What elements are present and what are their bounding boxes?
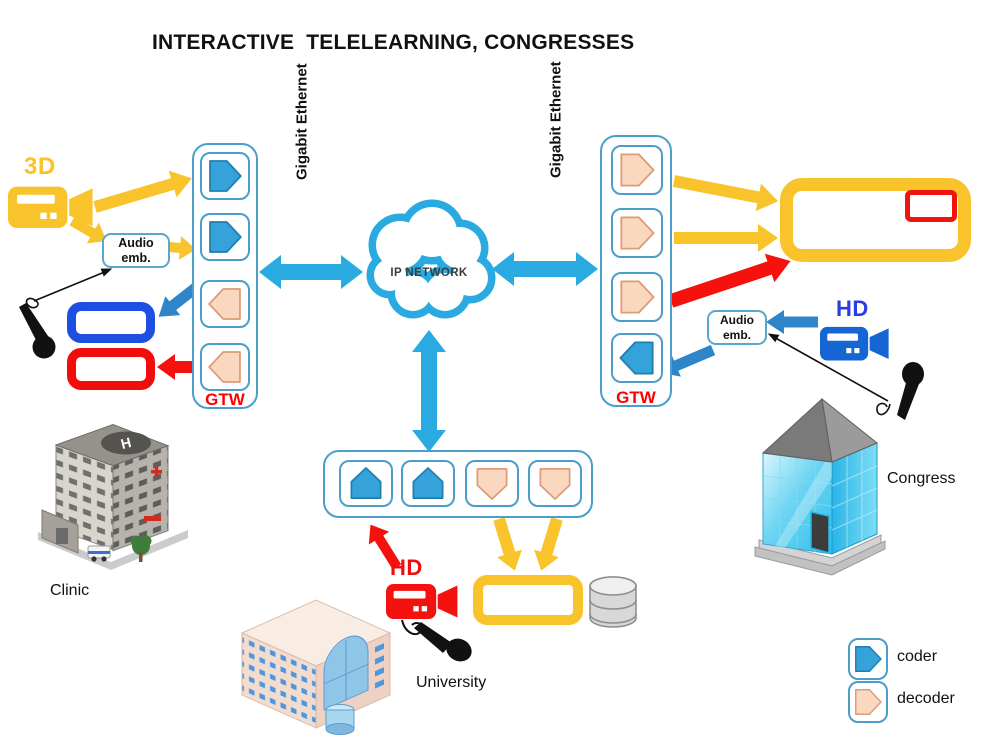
congress-label: Congress [887, 470, 956, 487]
coder-cell [339, 460, 393, 507]
decoder-icon [620, 153, 655, 187]
coder-cell [611, 333, 663, 383]
coder-cell [200, 213, 250, 261]
coder-icon [209, 221, 242, 253]
camera-hd-right-icon [820, 326, 889, 361]
coder-icon [412, 467, 444, 499]
arrow-audio-emb-right-to-coder [659, 344, 716, 377]
arrow-gtw-right-to-screen-1 [672, 175, 779, 212]
display-red [67, 348, 155, 390]
arrow-gtw-right-to-screen-2 [674, 224, 778, 252]
codec-bank-university [323, 450, 593, 518]
arrow-3d-camera-to-gtw [93, 170, 192, 213]
coder-icon [209, 160, 242, 192]
arrow-cloud-university-codecs-bidirectional [412, 330, 446, 452]
clinic-label: Clinic [50, 582, 90, 599]
gateway-left-label: GTW [205, 390, 245, 409]
camera-3d-label: 3D [24, 153, 56, 180]
microphone-left-icon [19, 303, 56, 359]
display-bottom-screen [473, 575, 583, 625]
coder-cell [401, 460, 455, 507]
decoder-icon [620, 280, 655, 314]
clinic-building: H [38, 423, 188, 570]
gateway-right-label: GTW [616, 388, 656, 407]
decoder-icon [620, 216, 655, 250]
coder-icon [350, 467, 382, 499]
cloud-label: IP NETWORK [390, 267, 468, 279]
decoder-cell [200, 280, 250, 328]
audio-embedder-right: Audio emb. [707, 310, 767, 345]
database-icon [589, 576, 637, 628]
microphone-bottom-icon [414, 622, 472, 662]
university-label: University [416, 674, 487, 691]
coder-icon [855, 646, 882, 672]
arrow-audio-emb-to-gtw-left [168, 236, 196, 260]
arrow-decoder-to-bottom-screen-1 [493, 517, 522, 571]
gateway-left [192, 143, 258, 409]
microphone-right-icon [897, 362, 924, 420]
camera-3d-icon [8, 186, 93, 228]
audio-embedder-left: Audio emb. [102, 233, 170, 268]
decoder-cell [528, 460, 582, 507]
decoder-icon [208, 288, 241, 320]
mic-right-lead-arrow [767, 333, 891, 416]
display-congress-pip [905, 190, 957, 222]
arrow-gtw-left-to-blue-display [158, 281, 202, 317]
decoder-icon [539, 468, 571, 500]
decoder-cell [465, 460, 519, 507]
page-title: INTERACTIVE TELELEARNING, CONGRESSES [152, 31, 635, 54]
legend-decoder-label: decoder [897, 690, 955, 707]
decoder-icon [476, 468, 508, 500]
arrow-gtw-left-to-red-display [157, 354, 199, 380]
ip-network-cloud: IP NETWORK [366, 199, 496, 319]
decoder-icon [855, 689, 882, 715]
legend-coder-swatch [848, 638, 888, 680]
congress-building [754, 397, 886, 576]
mic-left-lead-arrow [25, 268, 113, 309]
arrow-decoder-to-bottom-screen-2 [534, 517, 563, 571]
legend-decoder-swatch [848, 681, 888, 723]
arrow-3d-camera-to-audio-emb [69, 216, 107, 244]
coder-cell [200, 152, 250, 200]
arrow-cloud-gtw-right-bidirectional [492, 252, 598, 286]
decoder-icon [208, 351, 241, 383]
arrow-hd-camera-to-codecs [368, 524, 402, 570]
display-blue [67, 302, 155, 343]
university-building [240, 599, 392, 735]
coder-icon [619, 341, 654, 375]
helipad-letter: H [119, 434, 133, 452]
camera-hd-bottom-label: HD [390, 555, 423, 580]
decoder-cell [611, 145, 663, 195]
arrow-hd-camera-to-audio-emb-right [766, 310, 818, 334]
arrow-gtw-left-cloud-bidirectional [259, 255, 363, 289]
decoder-cell [611, 272, 663, 322]
arrow-gtw-right-to-screen-red [668, 253, 791, 308]
decoder-cell [611, 208, 663, 258]
gateway-right [600, 135, 672, 407]
camera-hd-right-label: HD [836, 296, 869, 321]
legend-coder-label: coder [897, 648, 938, 665]
camera-hd-bottom-icon [386, 584, 458, 619]
decoder-cell [200, 343, 250, 391]
